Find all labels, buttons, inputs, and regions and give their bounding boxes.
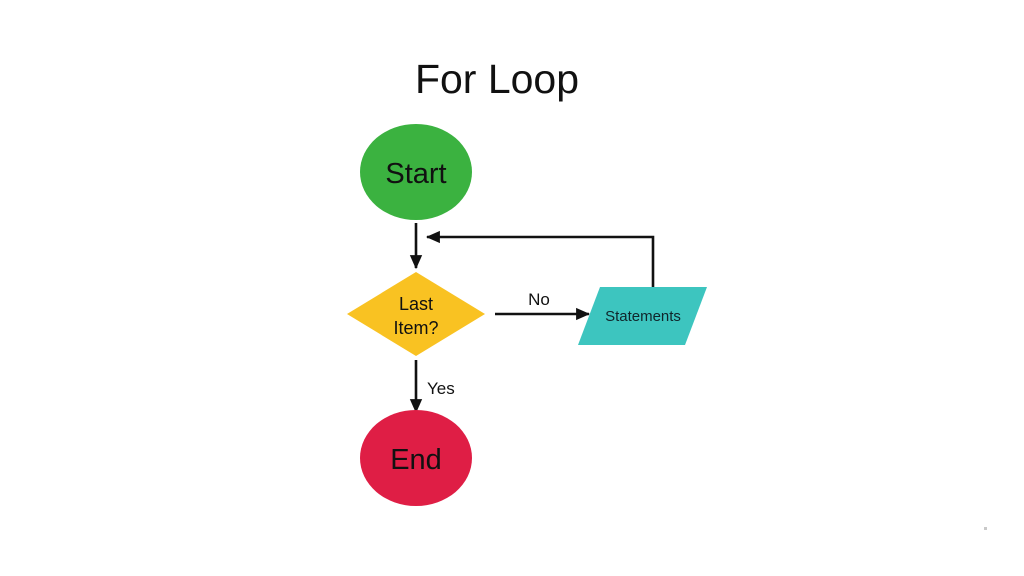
statements-label: Statements (605, 308, 681, 325)
statements-parallelogram-shape (578, 287, 707, 345)
start-ellipse-shape (360, 124, 472, 220)
page-title: For Loop (415, 56, 579, 102)
decision-label-line-2: Item? (393, 318, 438, 338)
node-statements[interactable]: Statements (578, 287, 707, 345)
edge-label-yes: Yes (427, 379, 455, 398)
edge-label-no: No (528, 290, 550, 309)
decision-label-line-1: Last (399, 294, 433, 314)
page-artifact-speck (984, 527, 987, 530)
edge-statements-loopback (425, 230, 655, 287)
node-end[interactable]: End (360, 410, 472, 506)
decision-diamond-shape (347, 272, 485, 356)
node-start[interactable]: Start (360, 124, 472, 220)
node-decision[interactable]: Last Item? (347, 272, 485, 356)
end-label: End (390, 444, 442, 476)
start-label: Start (385, 158, 446, 190)
end-ellipse-shape (360, 410, 472, 506)
